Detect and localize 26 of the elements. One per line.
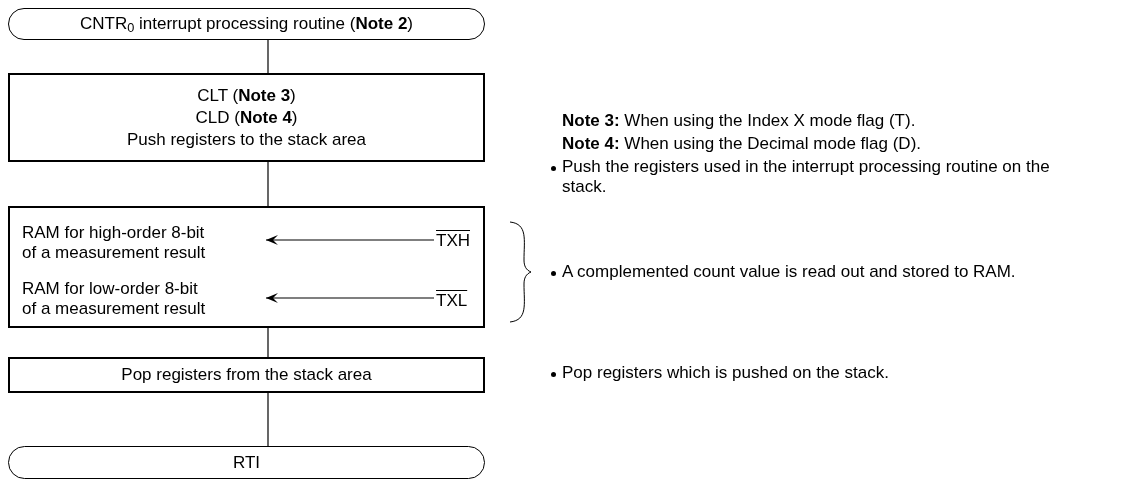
footnote: Note 3: When using the Index X mode flag (T). — [562, 111, 917, 131]
step-text: Pop registers from the stack area — [121, 364, 372, 386]
note-text: Pop registers which is pushed on the stack. — [562, 363, 890, 383]
process-box — [8, 73, 485, 162]
terminal-shape — [8, 446, 485, 479]
step-text: CNTR$_{0}$ interrupt processing routine (Note 2) — [79, 13, 414, 35]
note-text: A complemented count value is read out and stored to RAM. — [562, 262, 1017, 282]
arrow — [265, 235, 435, 245]
connector-line — [267, 161, 269, 207]
arrow — [265, 293, 435, 303]
step-text: RTI — [232, 451, 261, 474]
footnote: Note 4: When using the Decimal mode flag (D). — [562, 134, 923, 154]
process-box — [8, 206, 485, 328]
connector-line — [267, 392, 269, 447]
terminal-shape — [8, 8, 485, 40]
connector-line — [267, 39, 269, 74]
step-text: RAM for high-order 8-bit of a measurement result — [22, 223, 207, 263]
step-text: Push registers to the stack area — [126, 128, 367, 151]
signal-label: TXL — [436, 291, 468, 311]
step-text: CLD (Note 4) — [195, 106, 298, 129]
note-text: Push the registers used in the interrupt processing routine on the stack. — [562, 157, 1051, 197]
step-text: RAM for low-order 8-bit of a measurement result — [22, 279, 207, 319]
process-box — [8, 357, 485, 393]
connector-line — [267, 327, 269, 358]
step-text: CLT (Note 3) — [197, 84, 296, 107]
signal-label: TXH — [436, 231, 470, 251]
